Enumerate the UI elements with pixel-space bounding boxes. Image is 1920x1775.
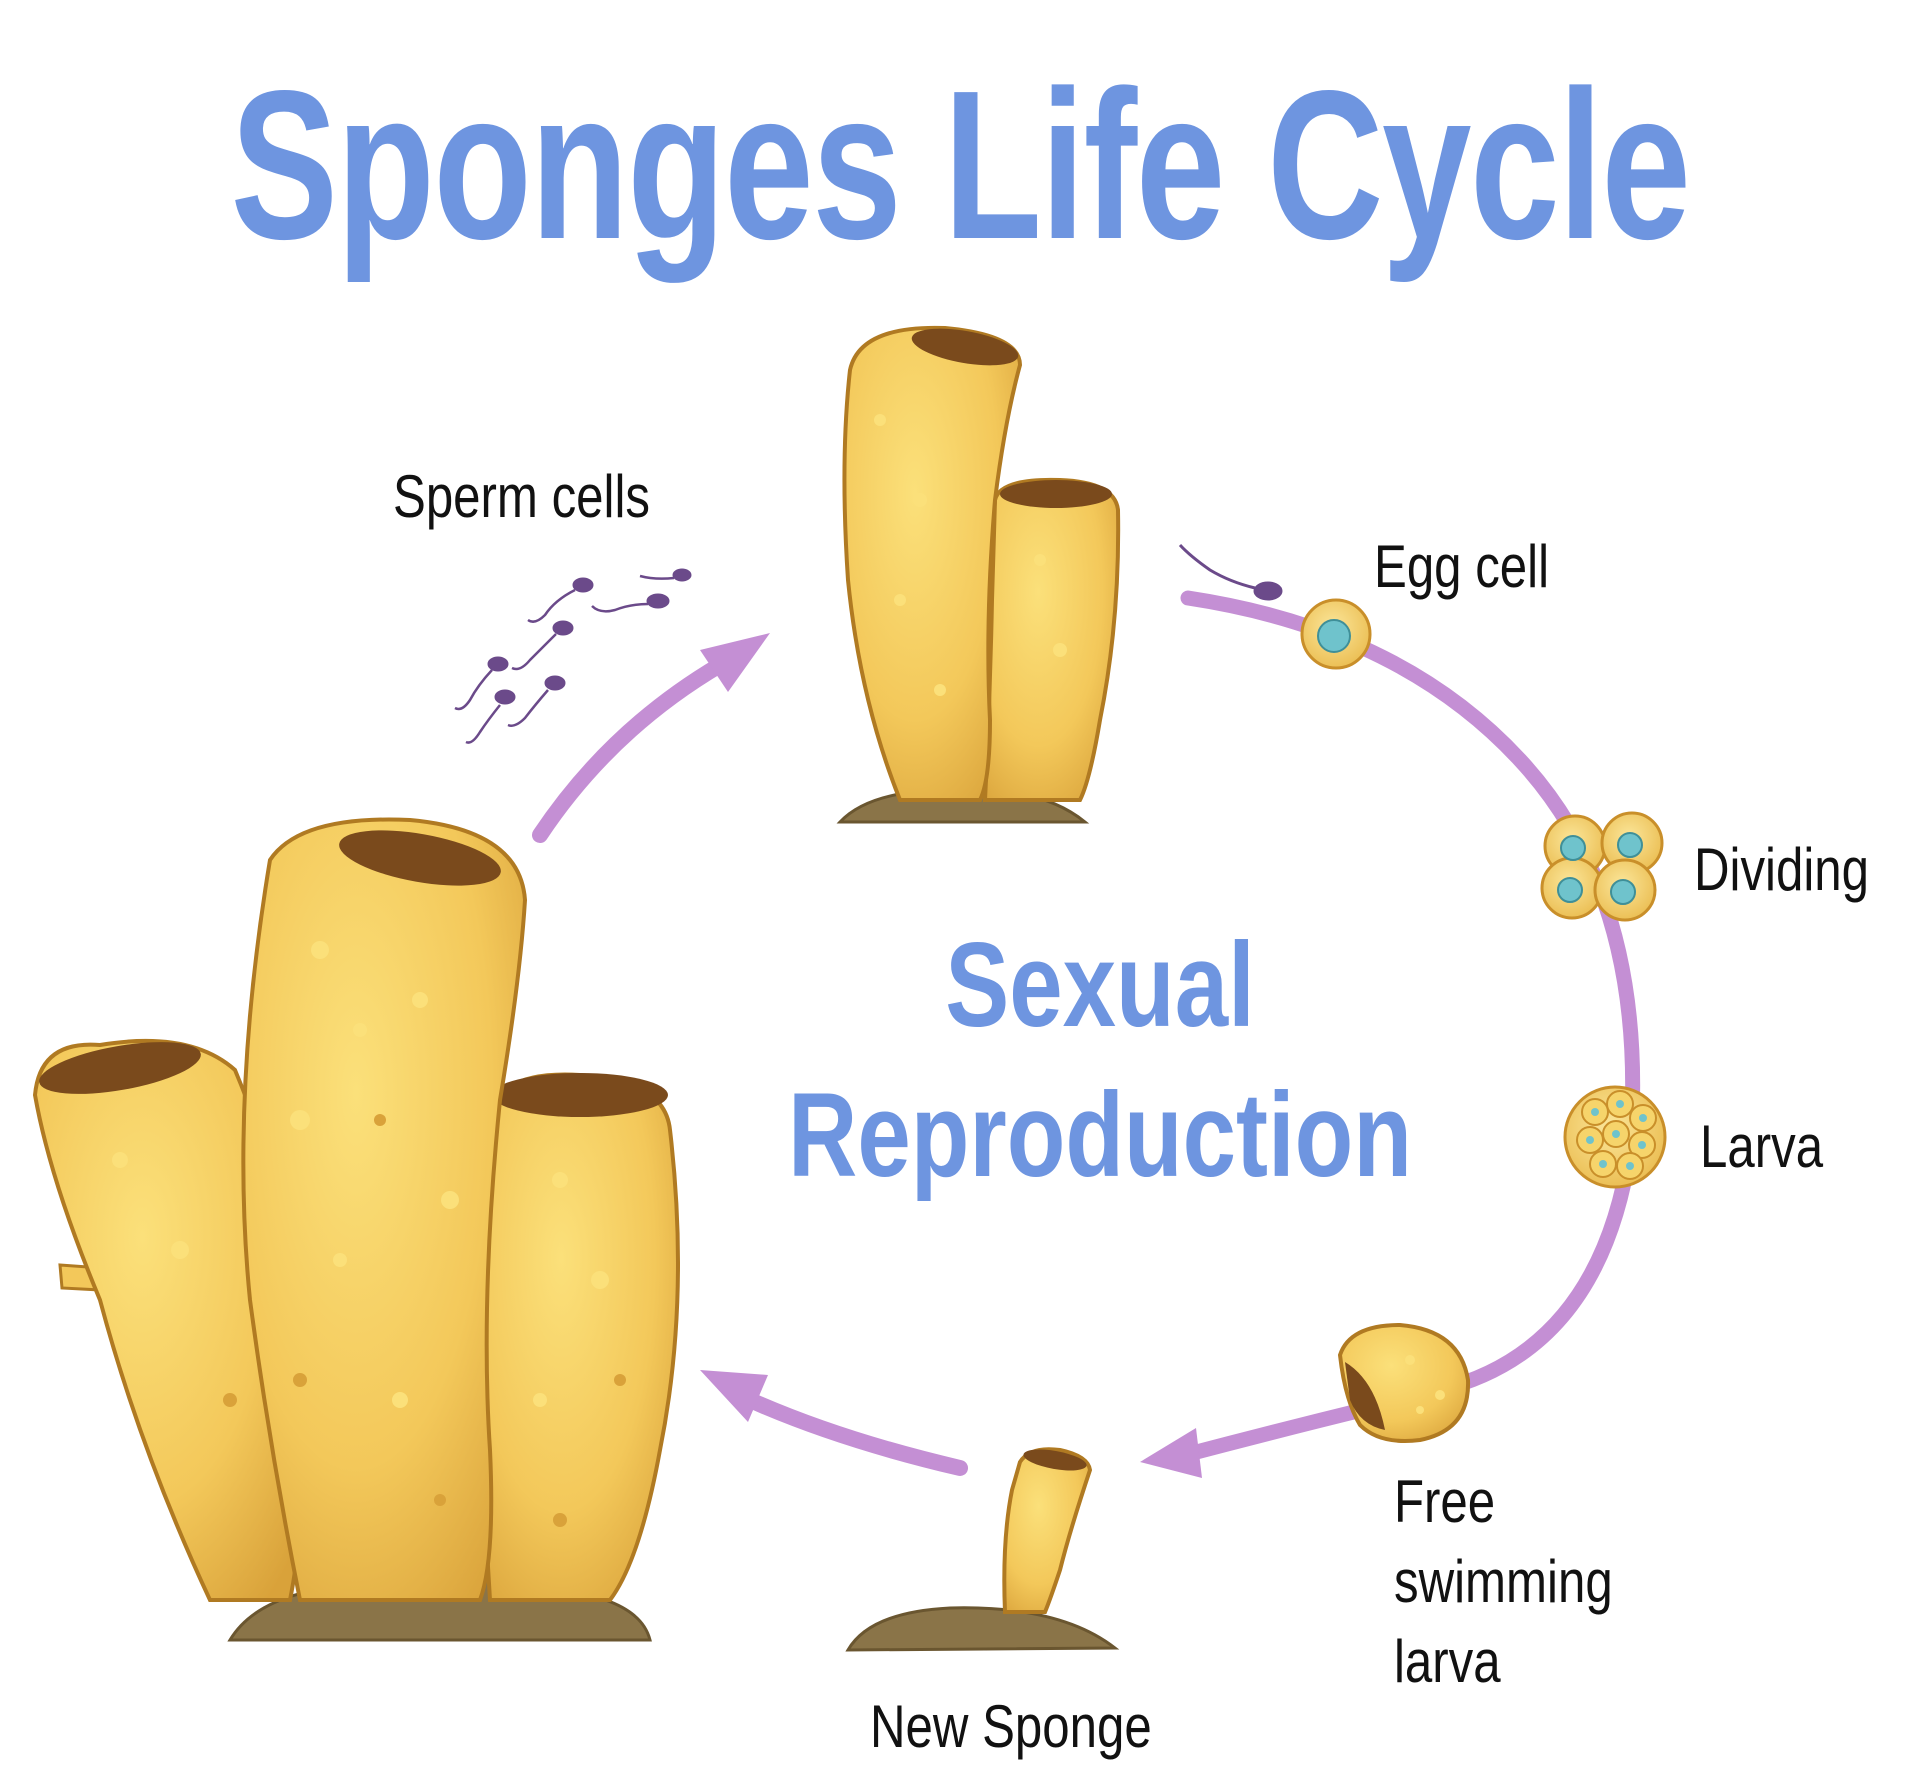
sponge-tube-right: [481, 1072, 680, 1602]
center-label-line2: Reproduction: [788, 1068, 1412, 1202]
egg-cell-illustration: [1300, 598, 1372, 670]
arrow-to-adult-sponge: [532, 657, 728, 843]
adult-sponge: [836, 325, 1121, 824]
label-sperm-cells: Sperm cells: [393, 463, 651, 530]
arrowhead-left-1: [1140, 1428, 1202, 1478]
label-egg-cell: Egg cell: [1374, 533, 1550, 600]
arrowhead-left-2: [700, 1370, 768, 1422]
large-sponge: [32, 817, 680, 1642]
page-title: Sponges Life Cycle: [230, 46, 1691, 283]
label-free-swimming-larva-line3: larva: [1394, 1628, 1501, 1695]
sperm-cells-cluster: [454, 543, 1283, 744]
arrow-egg-to-larva-arc: [1180, 590, 1641, 1398]
larva-illustration: [1563, 1085, 1667, 1189]
arrowhead-up-right: [700, 633, 770, 692]
free-swimming-larva-illustration: [1337, 1322, 1471, 1443]
center-label-line1: Sexual: [945, 918, 1255, 1052]
label-free-swimming-larva-line1: Free: [1394, 1468, 1496, 1535]
new-sponge-illustration: [845, 1447, 1120, 1652]
label-new-sponge: New Sponge: [870, 1693, 1152, 1760]
label-dividing: Dividing: [1694, 836, 1870, 903]
label-larva: Larva: [1700, 1113, 1824, 1180]
sponge-tube-middle: [241, 817, 528, 1602]
arrow-to-new-sponge: [1177, 1400, 1378, 1463]
label-free-swimming-larva-line2: swimming: [1394, 1548, 1613, 1615]
dividing-cells-illustration: [1540, 811, 1664, 922]
arrow-to-large-sponge: [742, 1392, 968, 1476]
